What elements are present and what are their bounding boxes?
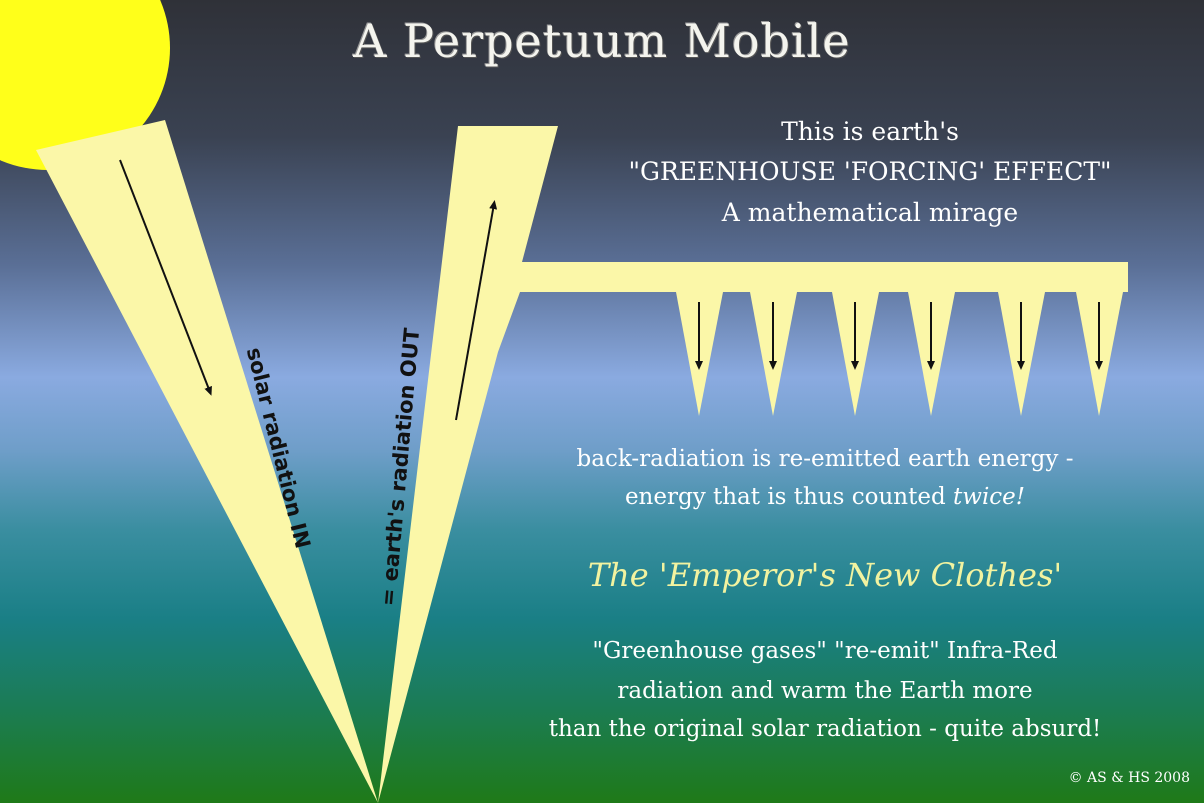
back-radiation-line-1: back-radiation is re-emitted earth energ… xyxy=(576,446,1074,472)
back-radiation-line-2: energy that is thus counted twice! xyxy=(460,484,1190,510)
twice-emphasis: twice! xyxy=(953,484,1026,510)
heading-line-2: "GREENHOUSE 'FORCING' EFFECT" xyxy=(628,157,1112,186)
heading-line-1: This is earth's xyxy=(781,117,959,146)
spike-arrows xyxy=(695,302,1103,370)
earth-arrow xyxy=(455,200,498,421)
conclusion-line-3: than the original solar radiation - quit… xyxy=(548,716,1102,742)
back-radiation-line-2-text: energy that is thus counted xyxy=(624,484,954,510)
heading-line-3: A mathematical mirage xyxy=(721,198,1019,227)
emperor-heading: The 'Emperor's New Clothes' xyxy=(587,556,1063,594)
sun-shape xyxy=(0,0,170,170)
solar-beam xyxy=(36,120,378,803)
conclusion-line-1: "Greenhouse gases" "re-emit" Infra-Red xyxy=(592,638,1058,664)
conclusion-line-2: radiation and warm the Earth more xyxy=(617,678,1033,704)
earth-beam xyxy=(378,126,1128,803)
solar-arrow xyxy=(119,159,212,396)
poster-title: A Perpetuum Mobile xyxy=(353,14,851,68)
copyright-notice: © AS & HS 2008 xyxy=(1068,770,1190,786)
